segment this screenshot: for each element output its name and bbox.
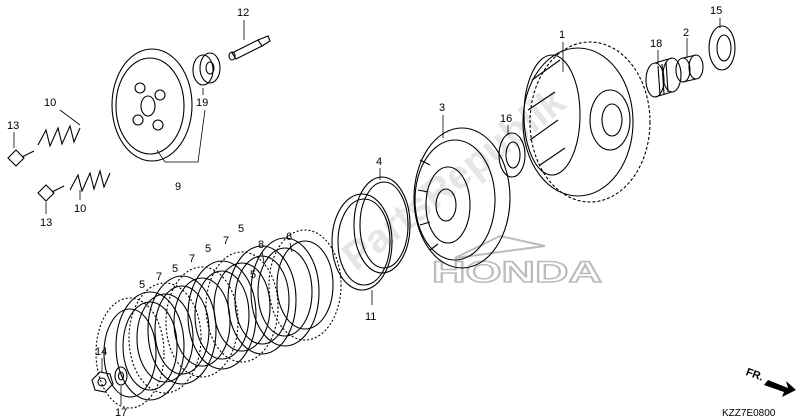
part-18-needle-bearing bbox=[645, 57, 682, 98]
label-13: 13 bbox=[40, 217, 52, 229]
part-7-plate-a bbox=[227, 245, 297, 355]
diagram-code: KZZ7E0800 bbox=[722, 408, 776, 419]
label-8: 8 bbox=[258, 239, 264, 251]
label-5: 5 bbox=[172, 263, 178, 275]
label-18: 18 bbox=[650, 38, 662, 50]
label-5: 5 bbox=[205, 243, 211, 255]
part-15-thrust-washer bbox=[708, 25, 736, 71]
part-6-friction-disc bbox=[268, 229, 342, 341]
arrow-icon bbox=[764, 380, 796, 397]
label-5: 5 bbox=[139, 279, 145, 291]
part-3-clutch-center bbox=[413, 127, 511, 269]
part-10-spring-lower bbox=[69, 169, 111, 193]
label-7: 7 bbox=[189, 253, 195, 265]
part-7-plate-c bbox=[147, 275, 217, 385]
label-10: 10 bbox=[74, 203, 86, 215]
part-8-judder-spring bbox=[250, 237, 320, 347]
label-7: 7 bbox=[223, 235, 229, 247]
part-9-pressure-plate bbox=[111, 48, 193, 162]
honda-logo: HONDA bbox=[431, 234, 603, 290]
part-11-ring bbox=[331, 193, 393, 291]
watermark: PartsRepublik bbox=[334, 78, 574, 279]
part-7-plate-b bbox=[187, 260, 257, 370]
label-3: 3 bbox=[439, 102, 445, 114]
label-11: 11 bbox=[365, 311, 376, 323]
label-9: 9 bbox=[175, 181, 181, 193]
label-6: 6 bbox=[286, 231, 292, 243]
label-5: 5 bbox=[238, 223, 244, 235]
label-10: 10 bbox=[44, 97, 56, 109]
part-19-bearing bbox=[192, 52, 221, 86]
label-15: 15 bbox=[710, 5, 722, 17]
front-direction-indicator: FR. bbox=[744, 366, 796, 397]
part-2-collar bbox=[675, 54, 704, 83]
label-12: 12 bbox=[237, 7, 249, 19]
label-19: 19 bbox=[196, 97, 208, 109]
part-5-disc-e bbox=[95, 297, 165, 409]
label-7: 7 bbox=[156, 271, 162, 283]
label-5: 5 bbox=[250, 269, 256, 281]
part-5-disc-b bbox=[165, 266, 239, 378]
part-5-disc-d bbox=[115, 291, 185, 401]
label-2: 2 bbox=[683, 27, 689, 39]
part-13-bolt-upper bbox=[7, 149, 35, 167]
honda-logo-text: HONDA bbox=[432, 256, 602, 289]
part-10-spring-upper bbox=[37, 124, 81, 148]
part-13-bolt-lower bbox=[37, 184, 65, 202]
part-labels: 1 2 3 4 5 5 5 5 5 6 7 7 7 8 9 10 10 11 1… bbox=[7, 5, 722, 419]
part-12-lifter-rod bbox=[228, 35, 271, 61]
label-4: 4 bbox=[376, 156, 382, 168]
label-14: 14 bbox=[95, 346, 107, 358]
part-17-washer bbox=[114, 366, 128, 386]
label-16: 16 bbox=[500, 113, 512, 125]
part-16-washer bbox=[498, 132, 526, 178]
part-1-clutch-outer bbox=[522, 41, 651, 203]
part-14-lock-nut bbox=[91, 371, 114, 393]
leader-lines bbox=[13, 18, 721, 405]
direction-label: FR. bbox=[744, 366, 765, 383]
part-5-disc-a bbox=[205, 251, 279, 363]
label-13: 13 bbox=[7, 120, 19, 132]
label-17: 17 bbox=[115, 407, 127, 419]
label-1: 1 bbox=[559, 29, 565, 41]
